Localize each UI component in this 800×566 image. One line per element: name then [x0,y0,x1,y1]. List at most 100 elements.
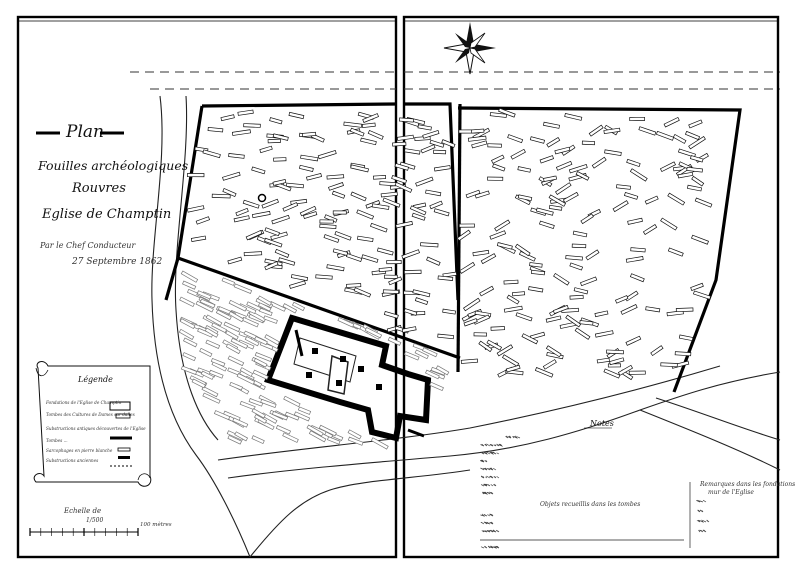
tomb-marker [689,155,704,163]
tomb-marker [539,155,555,164]
tomb-marker [251,166,266,175]
tomb-marker [594,310,609,318]
tomb-marker [629,168,648,182]
tomb-marker [291,301,306,312]
tomb-marker [415,176,434,187]
tomb-marker [388,276,403,286]
tomb-marker [442,308,456,315]
tomb-marker [480,253,497,265]
tomb-marker [202,392,221,404]
tomb-marker [227,434,243,445]
tomb-marker [228,299,248,312]
tomb-marker [248,398,264,407]
tomb-marker [232,417,249,428]
tomb-marker [437,333,454,340]
notes-subheading: Objets recueillis dans les tombes [540,501,640,508]
tomb-marker [638,126,657,136]
tomb-marker [625,335,642,346]
tomb-marker [606,349,624,355]
tomb-marker [227,256,243,265]
tomb-marker [362,113,379,123]
tomb-marker [667,192,686,206]
tomb-marker [472,249,490,257]
tomb-marker [623,191,639,200]
tomb-marker [234,431,249,442]
tomb-marker [245,230,263,241]
tomb-marker [315,274,333,280]
tomb-marker [228,153,245,159]
tomb-marker [574,327,591,340]
tomb-marker [433,165,451,172]
tomb-marker [186,205,205,213]
tomb-marker [535,207,554,216]
tomb-marker [467,135,487,142]
tomb-marker [409,205,427,216]
tomb-marker [195,216,211,225]
tomb-marker [264,237,283,248]
tomb-marker [630,247,646,253]
tomb-marker [645,306,661,313]
tomb-marker [403,269,422,275]
tomb-marker [503,305,523,313]
tomb-marker [364,327,383,339]
tomb-marker [663,116,680,128]
tomb-marker [183,337,198,348]
tomb-marker [667,247,684,257]
legend-item-5: Sarcophages en pierre blanche [46,448,113,453]
tomb-marker [264,334,280,346]
tomb-marker [486,339,503,351]
tomb-marker [282,202,299,212]
tomb-marker [655,130,675,141]
tomb-marker [372,175,387,180]
tomb-marker [529,136,546,144]
tomb-marker [392,141,407,147]
tomb-marker [528,286,544,293]
tomb-marker [302,211,318,220]
tomb-marker [180,270,199,283]
tomb-marker [660,362,678,368]
tomb-marker [496,344,514,357]
tomb-marker [429,381,444,392]
tomb-marker [691,175,705,187]
dashed-road-top [130,71,780,90]
tomb-marker [182,280,197,290]
tomb-marker [414,297,429,306]
tomb-marker [458,223,475,228]
tomb-marker [690,282,704,291]
tomb-marker [386,260,402,265]
tomb-marker [585,249,600,261]
tomb-marker [383,311,399,319]
tomb-marker [691,234,709,245]
tomb-marker [487,143,502,148]
village-title: Rouvres [71,181,126,196]
tomb-marker [588,124,604,137]
tomb-marker [502,354,520,367]
tomb-marker [293,411,311,422]
tomb-marker [404,148,421,155]
tomb-marker [684,130,701,141]
tomb-marker [437,275,454,281]
tomb-marker [228,311,244,323]
tomb-marker [278,257,296,266]
tomb-marker [491,154,505,164]
tomb-marker [200,370,215,380]
tomb-marker [569,294,584,300]
tomb-marker [195,300,214,313]
tomb-marker [191,378,206,389]
legend-item-2: Tombes des Cultures de Dames sur dalles [46,412,135,417]
tomb-marker [230,337,249,349]
tomb-marker [301,131,317,137]
tomb-marker [672,133,687,144]
tomb-marker [660,217,678,231]
tomb-marker [629,273,645,283]
tomb-marker [254,414,268,424]
tomb-marker [644,195,659,205]
tomb-marker [199,347,213,358]
tomb-marker [207,127,224,133]
tomb-marker [625,256,644,263]
tomb-marker [529,262,543,268]
tomb-marker [615,295,629,304]
tomb-marker [401,326,417,333]
notes-panel: Notes Objets recueillis dans les tombes … [480,419,795,549]
tomb-marker [694,197,713,208]
